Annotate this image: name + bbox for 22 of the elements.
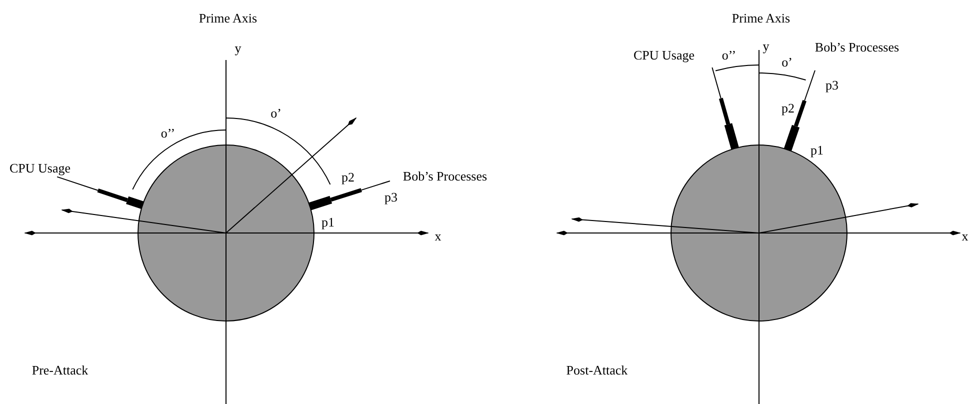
angle-label: o’’: [160, 126, 176, 140]
panel-caption: Post-Attack: [566, 364, 628, 376]
angle-label: o’’: [722, 48, 736, 62]
axis-label: x: [434, 230, 442, 242]
axis-title: Prime Axis: [198, 12, 258, 24]
series-label: CPU Usage: [9, 162, 71, 174]
point-label: p1: [322, 216, 334, 228]
axis-label: x: [962, 230, 968, 242]
panel-caption: Pre-Attack: [32, 364, 88, 376]
angle-label: o’: [270, 106, 282, 120]
series-label: Bob’s Processes: [402, 170, 488, 182]
point-label: p2: [782, 102, 794, 114]
axis-label: y: [234, 42, 242, 54]
point-label: p3: [384, 190, 398, 204]
series-label: Bob’s Processes: [814, 40, 900, 54]
point-label: p2: [342, 170, 354, 184]
series-label: CPU Usage: [633, 48, 695, 62]
point-label: p3: [826, 78, 838, 92]
axis-label: y: [762, 40, 770, 52]
angle-label: o’: [782, 56, 792, 68]
axis-title: Prime Axis: [732, 12, 790, 24]
point-label: p1: [810, 144, 824, 156]
